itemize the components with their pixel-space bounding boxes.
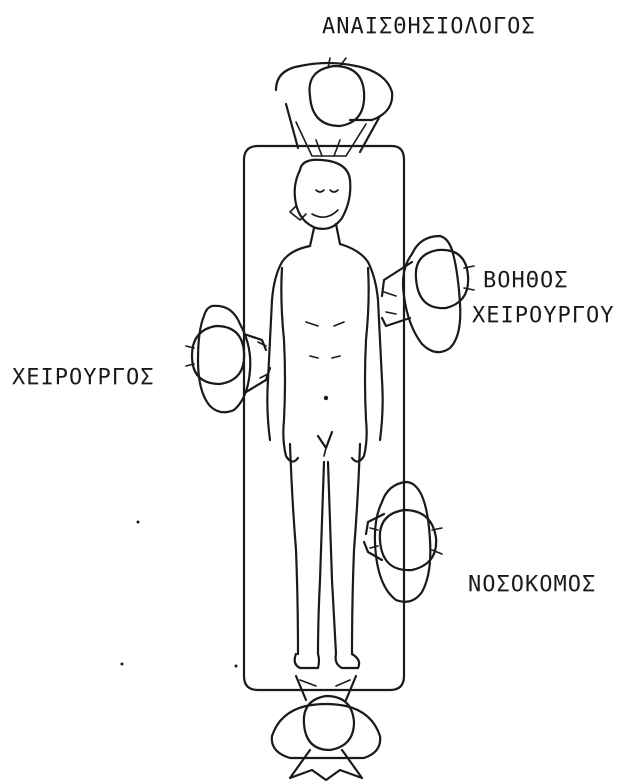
surgeon-assistant-label-line1: ΒΟΗΘΟΣ (483, 270, 568, 292)
anesthesiologist-figure (276, 58, 392, 156)
patient-figure (267, 160, 382, 668)
nurse-label: ΝΟΣΟΚΟΜΟΣ (468, 574, 596, 596)
foot-end-figure (272, 676, 380, 780)
anesthesiologist-label: ΑΝΑΙΣΘΗΣΙΟΛΟΓΟΣ (322, 16, 536, 38)
surgeon-assistant-label-line2: ΧΕΙΡΟΥΡΓΟΥ (472, 305, 614, 327)
surgeon-assistant-figure (382, 236, 474, 352)
surgeon-label: ΧΕΙΡΟΥΡΓΟΣ (12, 367, 154, 389)
surgeon-figure (186, 306, 270, 412)
